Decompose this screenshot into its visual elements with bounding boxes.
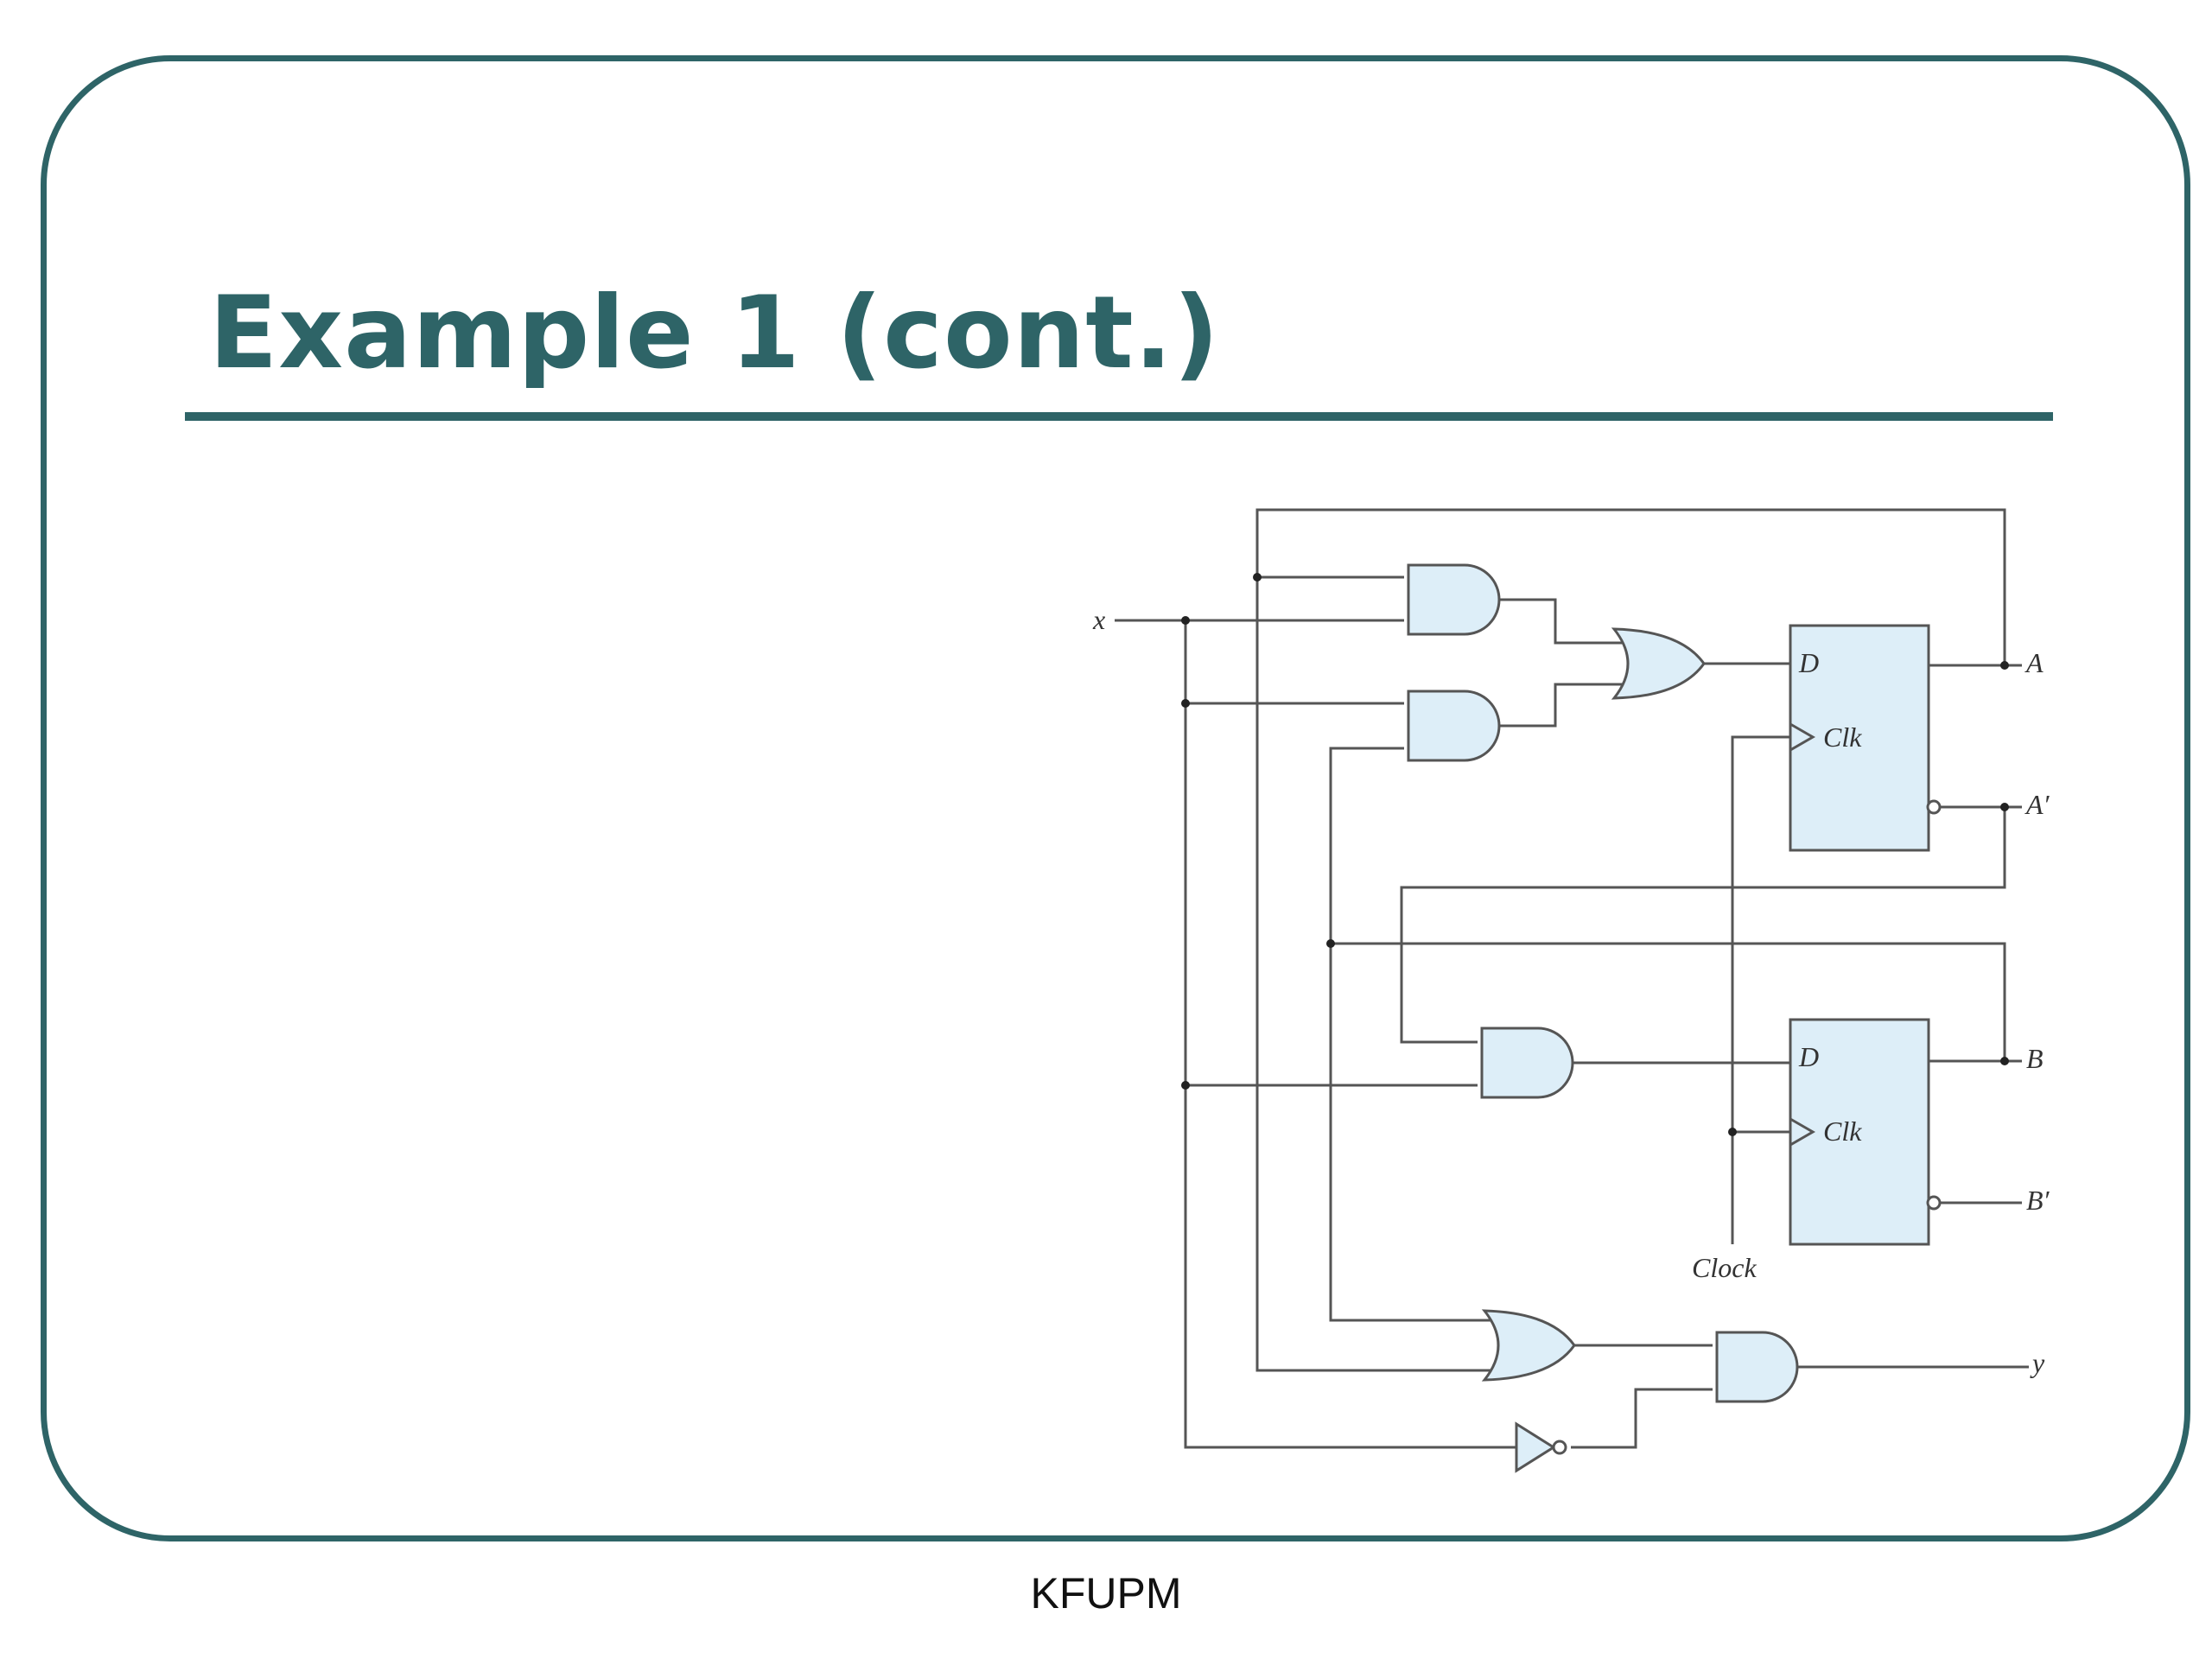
wire-inv-and4 [1571,1388,1713,1449]
output-a-label: A [2024,647,2044,678]
junction-dot [1253,573,1262,582]
output-b-label: B [2026,1043,2044,1074]
wire-a-not-feedback [1400,805,2006,1044]
inverter-bubble [1552,1440,1567,1455]
flip-flop-b-clock-marker [1789,1116,1816,1147]
and-gate-2 [1407,690,1501,762]
title-rule [185,412,2053,421]
junction-dot [2000,661,2009,670]
wire-clock [1731,735,1790,1244]
wire-b-or2 [1329,944,1491,1322]
wire-b-feedback [1329,747,2006,1063]
inverter-gate [1515,1421,1556,1473]
footer-text: KFUPM [1030,1569,1182,1618]
junction-dot [1728,1128,1737,1136]
wire-and1-or1 [1499,598,1624,645]
junction-dot [1181,1081,1190,1090]
or-gate-2 [1481,1309,1576,1382]
junction-dot [1181,616,1190,625]
output-y-label: y [2030,1347,2045,1378]
slide-frame [41,55,2190,1541]
output-b-not-label: B′ [2026,1185,2050,1216]
clock-label: Clock [1692,1252,1757,1283]
flip-flop-a-d-label: D [1798,647,1819,678]
junction-dot [2000,1057,2009,1065]
and-gate-4 [1715,1331,1799,1403]
slide-title: Example 1 (cont.) [209,275,1220,391]
wire-a-feedback [1255,508,2006,1372]
flip-flop-b: D Clk [1789,1018,1942,1246]
flip-flop-a-complement-bubble [1926,799,1942,815]
wire-x-bus [1184,620,1516,1449]
or-gate-1 [1611,627,1706,700]
flip-flop-a-clock-marker [1789,721,1816,753]
and-gate-3 [1480,1027,1574,1099]
input-x-label: x [1092,604,1105,635]
flip-flop-b-d-label: D [1798,1041,1819,1072]
junction-dots [1181,573,2009,1136]
flip-flop-b-clk-label: Clk [1823,1116,1862,1147]
flip-flop-b-complement-bubble [1926,1195,1942,1211]
flip-flop-a: D Clk [1789,624,1942,852]
flip-flop-a-clk-label: Clk [1823,721,1862,753]
and-gate-1 [1407,563,1501,636]
junction-dot [2000,803,2009,811]
junction-dot [1326,939,1335,948]
output-a-not-label: A′ [2024,789,2050,820]
wires [1115,508,2029,1449]
junction-dot [1181,699,1190,708]
wire-and2-or1 [1499,683,1624,728]
